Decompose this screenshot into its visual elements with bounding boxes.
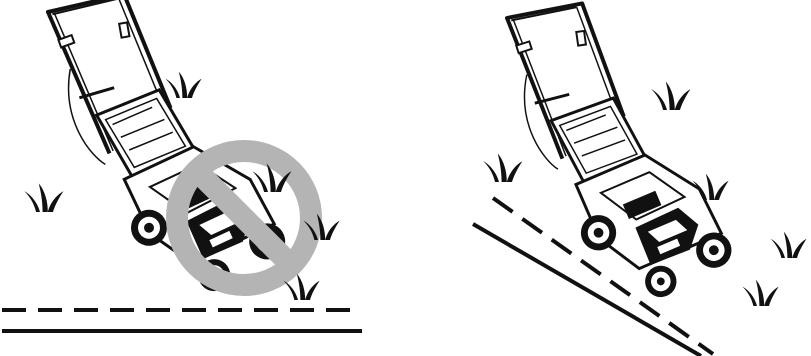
correct-panel	[405, 0, 811, 356]
grass-tuft-icon	[771, 232, 807, 258]
grass-tuft-icon	[166, 72, 202, 98]
grass-tuft-icon	[24, 183, 63, 212]
correct-illustration	[405, 0, 811, 356]
incorrect-illustration	[0, 0, 400, 356]
grass-tuft-icon	[651, 81, 690, 110]
lawn-mower-icon	[506, 0, 736, 313]
incorrect-panel	[0, 0, 400, 356]
grass-tuft-icon	[483, 153, 522, 182]
grass-tuft-icon	[743, 280, 779, 306]
